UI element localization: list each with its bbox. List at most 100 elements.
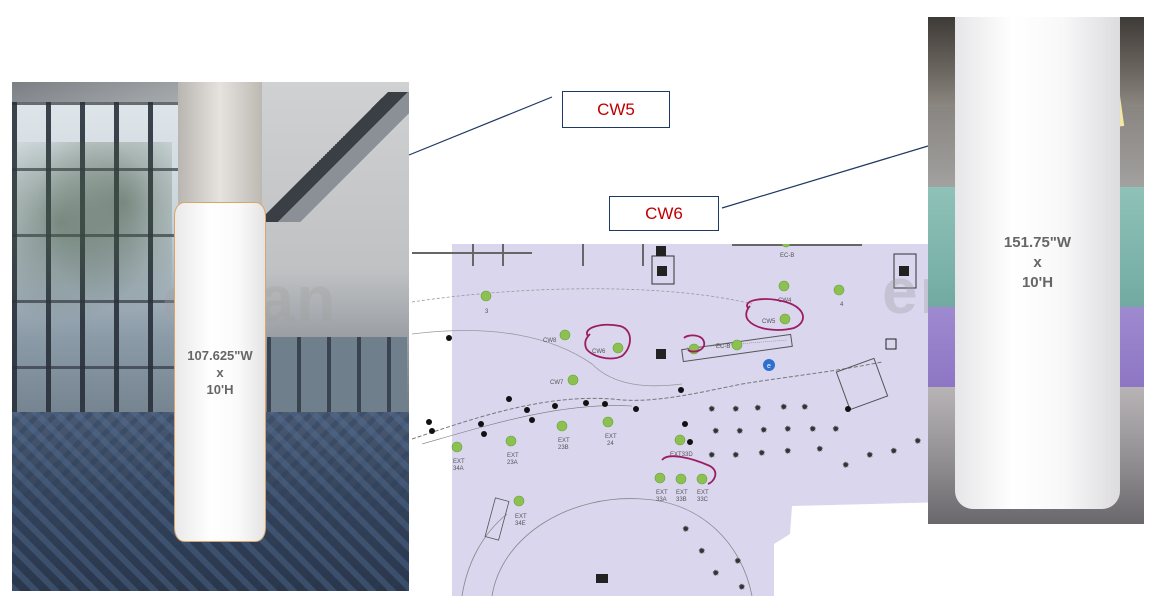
callout-cw5: CW5 <box>562 91 670 128</box>
label-ext-33a-2: 33A <box>656 497 667 503</box>
connector-cw6 <box>721 145 929 209</box>
label-ec-b: EC-B <box>716 344 730 350</box>
circle-cw6 <box>584 323 631 360</box>
svg-text:✹: ✹ <box>754 404 762 414</box>
wall <box>582 244 584 266</box>
callout-cw6: CW6 <box>609 196 719 231</box>
connector-cw5 <box>408 96 553 156</box>
label-ext-33b-2: 33B <box>676 497 687 503</box>
svg-text:✹: ✹ <box>914 437 922 447</box>
palm-trees <box>12 142 172 342</box>
label-cw5: CW5 <box>762 319 776 325</box>
svg-text:✹: ✹ <box>780 403 788 413</box>
dimension-x: x <box>216 364 224 380</box>
svg-text:✹: ✹ <box>784 425 792 435</box>
label-cw7: CW7 <box>550 380 564 386</box>
stair-box <box>893 253 917 289</box>
right-pillar-photo: 151.75"W x 10'H <box>928 17 1144 524</box>
svg-text:✹: ✹ <box>732 451 740 461</box>
label-ext-33b-1: EXT <box>676 490 688 496</box>
label-ext-33d: EXT33D <box>670 452 693 458</box>
label-4: 4 <box>840 302 844 308</box>
glass-doors <box>267 337 407 417</box>
escalator-icon <box>899 266 909 276</box>
circle-cw5 <box>745 298 804 331</box>
svg-text:✹: ✹ <box>708 405 716 415</box>
info-icon-glyph: e <box>767 363 771 370</box>
label-ec-b-top: EC-B <box>780 253 794 259</box>
wall <box>732 244 862 246</box>
label-ext-34e-2: 34E <box>515 521 526 527</box>
svg-text:✹: ✹ <box>736 427 744 437</box>
floor-plan-map: e ✹✹✹✹✹ ✹✹✹✹✹✹ ✹✹✹✹✹✹✹✹✹✹ ✹✹✹✹✹ EC-B CW4… <box>412 244 950 596</box>
scalloped-edge <box>412 361 883 440</box>
dimension-height: 10'H <box>1021 274 1054 291</box>
stairs-plan <box>835 357 889 411</box>
svg-text:✹: ✹ <box>732 405 740 415</box>
svg-text:✹: ✹ <box>832 425 840 435</box>
svg-text:✹: ✹ <box>734 557 742 567</box>
wall <box>642 244 644 266</box>
vehicle-icon <box>596 574 608 583</box>
svg-text:✹: ✹ <box>784 447 792 457</box>
pillar-wrap-mockup: 151.75"W x 10'H <box>955 17 1120 509</box>
svg-text:✹: ✹ <box>682 525 690 535</box>
label-ext-24-2: 24 <box>607 441 614 447</box>
dimension-width: 107.625"W <box>187 347 253 363</box>
map-margin <box>412 244 452 596</box>
pillar-dimensions: 151.75"W x 10'H <box>1004 233 1071 293</box>
label-ext-33a-1: EXT <box>656 490 668 496</box>
label-cw6: CW6 <box>592 349 606 355</box>
label-ext-34a-1: EXT <box>453 459 465 465</box>
svg-text:✹: ✹ <box>712 569 720 579</box>
dimension-x: x <box>1033 254 1042 271</box>
floor-plan-svg: e ✹✹✹✹✹ ✹✹✹✹✹✹ ✹✹✹✹✹✹✹✹✹✹ ✹✹✹✹✹ EC-B CW4… <box>412 244 950 596</box>
dimension-width: 151.75"W <box>1003 234 1072 251</box>
circle-ext-33 <box>661 455 717 485</box>
label-cw8: CW8 <box>543 338 557 344</box>
svg-text:✹: ✹ <box>809 425 817 435</box>
dimension-height: 10'H <box>206 381 234 397</box>
svg-text:✹: ✹ <box>712 427 720 437</box>
stairs-icon <box>656 349 666 359</box>
label-ext-33c-2: 33C <box>697 497 709 503</box>
black-markers <box>426 335 851 445</box>
svg-text:✹: ✹ <box>801 403 809 413</box>
label-ext-23a-1: EXT <box>507 453 519 459</box>
wall <box>502 244 504 266</box>
pillar-dimensions: 107.625"W x 10'H <box>187 347 252 398</box>
left-pillar-photo: eman 107.625"W x 10'H <box>12 82 409 591</box>
label-ext-23b-2: 23B <box>558 445 569 451</box>
path-curve <box>412 330 683 387</box>
circle-ec-b <box>683 334 706 353</box>
accessible-icon <box>885 338 897 350</box>
crosswalk <box>484 497 510 541</box>
svg-text:✹: ✹ <box>760 426 768 436</box>
svg-text:✹: ✹ <box>842 461 850 471</box>
tree-symbols: ✹✹✹✹✹ ✹✹✹✹✹✹ ✹✹✹✹✹✹✹✹✹✹ ✹✹✹✹✹ <box>682 403 946 593</box>
label-ext-33c-1: EXT <box>697 490 709 496</box>
map-area <box>452 244 950 596</box>
label-ext-24-1: EXT <box>605 434 617 440</box>
svg-text:✹: ✹ <box>738 583 746 593</box>
svg-text:✹: ✹ <box>890 447 898 457</box>
path-curve <box>412 288 753 305</box>
wall <box>472 244 474 266</box>
bottom-curve <box>491 498 753 596</box>
svg-text:✹: ✹ <box>866 451 874 461</box>
svg-text:✹: ✹ <box>758 449 766 459</box>
svg-text:✹: ✹ <box>816 445 824 455</box>
stairs-icon <box>656 246 666 256</box>
svg-text:✹: ✹ <box>708 451 716 461</box>
pillar-upper <box>178 82 262 207</box>
label-ext-34a-2: 34A <box>453 466 464 472</box>
svg-text:✹: ✹ <box>698 547 706 557</box>
hand-drawn-circles <box>584 298 804 485</box>
label-ext-34e-1: EXT <box>515 514 527 520</box>
escalator <box>262 92 409 222</box>
label-ext-23b-1: EXT <box>558 438 570 444</box>
info-icon <box>763 359 775 371</box>
label-3: 3 <box>485 309 489 315</box>
pillar-wrap-mockup: 107.625"W x 10'H <box>174 202 266 542</box>
